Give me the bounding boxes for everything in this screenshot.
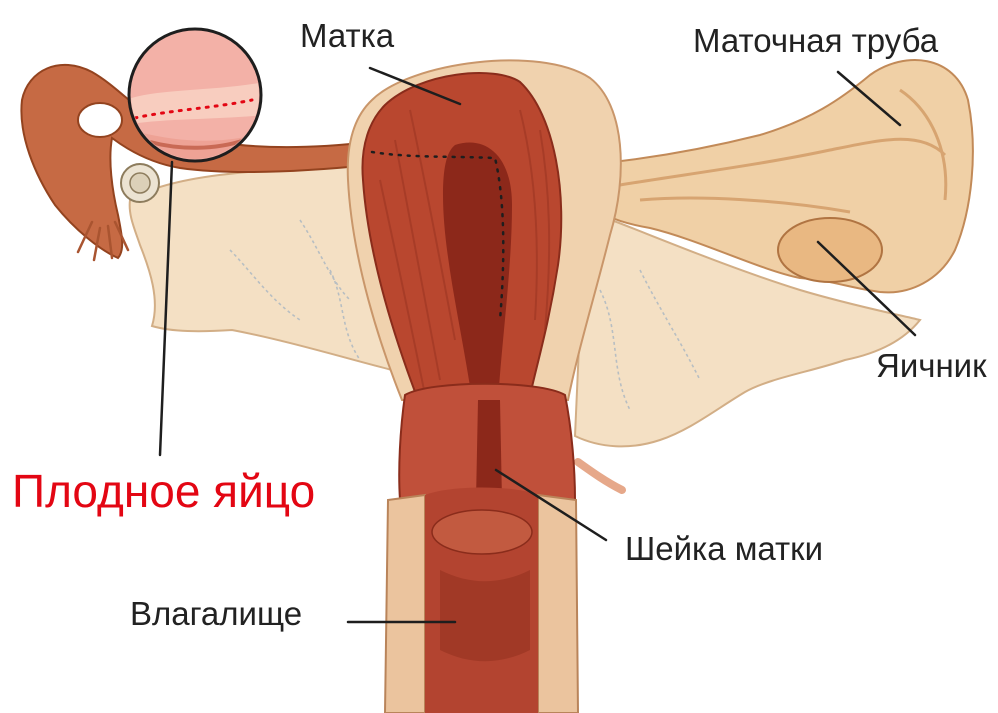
label-ovary: Яичник <box>876 347 987 384</box>
vagina-wall-left <box>385 495 425 713</box>
ovary-left-follicle <box>130 173 150 193</box>
label-fallopian-tube: Маточная труба <box>693 22 939 59</box>
label-vagina: Влагалище <box>130 595 302 632</box>
cervical-canal <box>476 400 502 500</box>
ovary-right <box>778 218 882 282</box>
fallopian-tube-left-opening <box>78 103 122 137</box>
vagina-wall-right <box>538 495 578 713</box>
cervix-portio <box>432 510 532 554</box>
vagina-folds <box>440 570 530 661</box>
label-fertilized-egg: Плодное яйцо <box>12 465 315 517</box>
label-uterus: Матка <box>300 17 395 54</box>
round-ligament <box>578 462 622 490</box>
label-cervix: Шейка матки <box>625 530 823 567</box>
